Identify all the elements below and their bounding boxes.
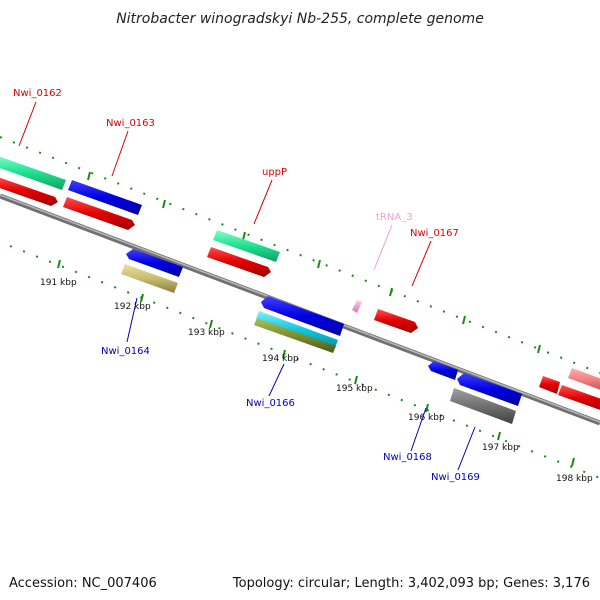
- genome-summary-text: Topology: circular; Length: 3,402,093 bp…: [232, 576, 590, 591]
- gene-feature-pink-right[interactable]: [568, 368, 600, 392]
- leader-lines: [18, 101, 476, 471]
- tick-label-197: 197 kbp: [482, 443, 519, 453]
- major-ticks: [57, 171, 575, 467]
- gene-feature-nwi-0163[interactable]: [63, 197, 135, 230]
- map-title: Nitrobacter winogradskyi Nb-255, complet…: [116, 11, 484, 27]
- tick-label-193: 193 kbp: [188, 328, 225, 338]
- tick-label-196: 196 kbp: [408, 413, 445, 423]
- gene-feature-nwi-0168[interactable]: [428, 361, 458, 380]
- gene-feature-nwi-0162[interactable]: [0, 176, 58, 206]
- gene-feature-nwi-0167[interactable]: [374, 309, 418, 333]
- accession-text: Accession: NC_007406: [9, 576, 157, 591]
- gene-feature-nwi-0169-reverse[interactable]: [457, 373, 522, 406]
- gene-feature-nwi-0166[interactable]: [254, 318, 336, 353]
- gene-label-nwi-0169[interactable]: Nwi_0169: [431, 472, 480, 483]
- gene-label-nwi-0166[interactable]: Nwi_0166: [246, 398, 295, 409]
- outer-tick-track: [0, 136, 600, 374]
- gene-label-nwi-0164[interactable]: Nwi_0164: [101, 346, 150, 357]
- gene-feature-nwi-0164-reverse[interactable]: [126, 249, 183, 277]
- gene-feature-nwi-0163-reverse[interactable]: [68, 180, 142, 215]
- gene-label-trna-3[interactable]: tRNA_3: [376, 212, 413, 223]
- gene-label-nwi-0167[interactable]: Nwi_0167: [410, 228, 459, 239]
- tick-label-198: 198 kbp: [556, 474, 593, 484]
- tick-label-191: 191 kbp: [40, 278, 77, 288]
- tick-label-194: 194 kbp: [262, 354, 299, 364]
- gene-feature-uppP[interactable]: [207, 247, 271, 277]
- tick-label-192: 192 kbp: [114, 302, 151, 312]
- gene-feature-mint-2[interactable]: [213, 230, 280, 262]
- gene-feature-nwi-0166-reverse[interactable]: [261, 296, 344, 336]
- gene-feature-red-right-2[interactable]: [558, 385, 600, 412]
- gene-label-nwi-0162[interactable]: Nwi_0162: [13, 88, 62, 99]
- gene-label-uppP[interactable]: uppP: [262, 167, 287, 178]
- gene-feature-nwi-0164[interactable]: [121, 264, 178, 293]
- gene-feature-nwi-0169[interactable]: [450, 388, 516, 424]
- gene-label-nwi-0168[interactable]: Nwi_0168: [383, 452, 432, 463]
- gene-feature-red-right[interactable]: [539, 376, 560, 394]
- tick-label-195: 195 kbp: [336, 384, 373, 394]
- gene-feature-trna-3[interactable]: [352, 300, 362, 313]
- gene-feature-mint-1[interactable]: [0, 155, 66, 190]
- gene-feature-nwi-0166-cyan[interactable]: [256, 311, 338, 348]
- gene-label-nwi-0163[interactable]: Nwi_0163: [106, 118, 155, 129]
